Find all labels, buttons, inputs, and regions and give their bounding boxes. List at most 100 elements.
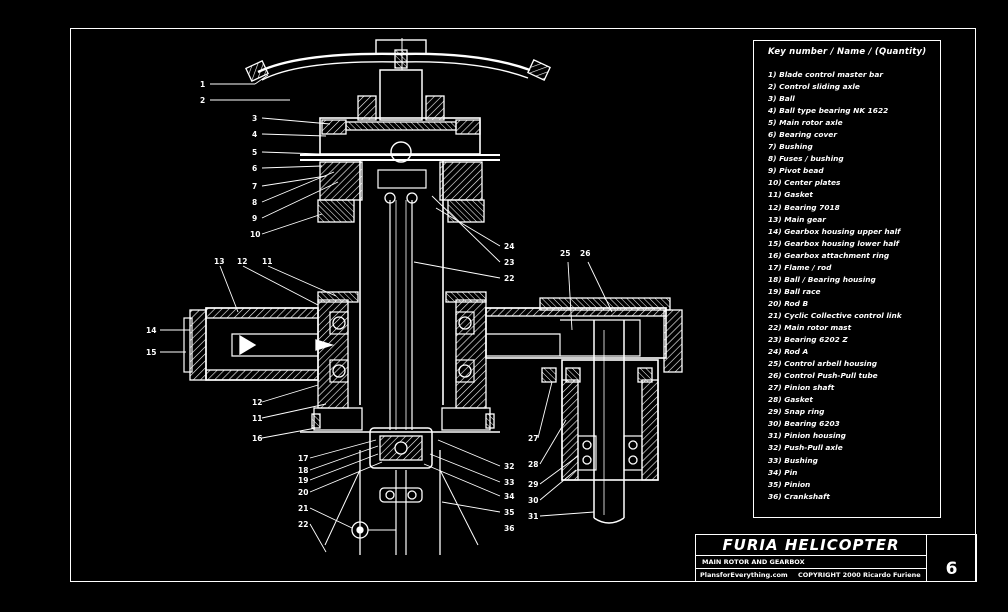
legend-item: 26) Control Push-Pull tube — [768, 371, 878, 381]
control-linkage — [324, 427, 479, 555]
callout-number: 15 — [146, 348, 156, 357]
callout-number: 36 — [504, 524, 514, 533]
legend-item: 11) Gasket — [768, 190, 813, 200]
legend-list: 1) Blade control master bar 2) Control sl… — [768, 69, 930, 503]
title-block: FURIA HELICOPTER MAIN ROTOR AND GEARBOX … — [695, 534, 977, 582]
callout-number: 8 — [252, 198, 257, 207]
callout-number: 3 — [252, 114, 257, 123]
left-pinion-arm — [183, 307, 335, 381]
drawing-title: FURIA HELICOPTER — [696, 535, 926, 556]
legend-item: 15) Gearbox housing lower half — [768, 238, 899, 248]
legend-item: 28) Gasket — [768, 395, 813, 405]
callout-number: 29 — [528, 480, 538, 489]
legend-item: 1) Blade control master bar — [768, 70, 883, 79]
callout-number: 19 — [298, 476, 308, 485]
legend-item: 22) Main rotor mast — [768, 322, 852, 332]
callout-number: 25 — [560, 249, 570, 258]
callout-number: 9 — [252, 214, 257, 223]
title-block-corner — [926, 535, 976, 556]
callout-number: 18 — [298, 466, 308, 475]
legend-item: 13) Main gear — [768, 214, 826, 224]
rotor-hub — [300, 69, 500, 223]
drawing-frame — [70, 28, 976, 582]
callout-number: 2 — [200, 96, 205, 105]
callout-number: 14 — [146, 326, 156, 335]
legend-item: 16) Gearbox attachment ring — [768, 250, 890, 260]
legend-item: 30) Bearing 6203 — [768, 419, 840, 429]
legend-item: 7) Bushing — [768, 142, 813, 152]
callout-number: 17 — [298, 454, 308, 463]
legend-item: 34) Pin — [768, 467, 798, 477]
callout-number: 12 — [252, 398, 262, 407]
legend-item: 27) Pinion shaft — [768, 383, 835, 393]
callout-number: 28 — [528, 460, 538, 469]
legend-item: 3) Ball — [768, 94, 795, 104]
drawing-subtitle: MAIN ROTOR AND GEARBOX — [696, 556, 926, 569]
legend-item: 6) Bearing cover — [768, 130, 837, 140]
sheet-number: 6 — [926, 556, 976, 582]
copyright-text: COPYRIGHT 2000 Ricardo Furiene — [797, 571, 921, 579]
legend-item: 14) Gearbox housing upper half — [768, 226, 901, 236]
legend-item: 9) Pivot bead — [768, 166, 824, 176]
legend-item: 23) Bearing 6202 Z — [768, 335, 848, 345]
callout-number: 22 — [504, 274, 514, 283]
callout-number: 11 — [262, 257, 272, 266]
left-leaders — [160, 74, 383, 553]
legend-item: 17) Flame / rod — [768, 262, 832, 272]
legend-item: 10) Center plates — [768, 178, 841, 188]
callout-number: 26 — [580, 249, 590, 258]
callout-number: 22 — [298, 520, 308, 529]
callout-number: 16 — [252, 434, 262, 443]
callout-number: 10 — [250, 230, 260, 239]
website-text: PlansforEverything.com — [700, 571, 788, 579]
legend-item: 18) Ball / Bearing housing — [768, 274, 876, 284]
callout-number: 12 — [237, 257, 247, 266]
callout-number: 24 — [504, 242, 514, 251]
legend-item: 33) Bushing — [768, 455, 818, 465]
legend-item: 21) Cyclic Collective control link — [768, 310, 902, 320]
legend-item: 5) Main rotor axle — [768, 118, 843, 128]
legend-item: 31) Pinion housing — [768, 431, 846, 441]
legend-item: 29) Snap ring — [768, 407, 825, 417]
callout-number: 20 — [298, 488, 308, 497]
right-pinion-arm — [485, 297, 683, 373]
callout-number: 5 — [252, 148, 257, 157]
legend-item: 25) Control arbell housing — [768, 359, 878, 369]
callout-number: 1 — [200, 80, 205, 89]
callout-number: 27 — [528, 434, 538, 443]
callout-number: 7 — [252, 182, 257, 191]
legend-item: 36) Crankshaft — [768, 491, 830, 501]
callout-number: 6 — [252, 164, 257, 173]
callout-number: 23 — [504, 258, 514, 267]
callout-number: 11 — [252, 414, 262, 423]
callout-number: 35 — [504, 508, 514, 517]
parts-legend: Key number / Name / (Quantity) 1) Blade … — [753, 40, 941, 518]
callout-number: 33 — [504, 478, 514, 487]
legend-item: 2) Control sliding axle — [768, 82, 860, 92]
callout-number: 21 — [298, 504, 308, 513]
master-bar — [245, 38, 551, 83]
callout-number: 32 — [504, 462, 514, 471]
pinion-housing — [541, 320, 659, 524]
legend-item: 19) Ball race — [768, 286, 821, 296]
callout-number: 30 — [528, 496, 538, 505]
title-block-footer: PlansforEverything.com COPYRIGHT 2000 Ri… — [696, 569, 930, 582]
legend-item: 24) Rod A — [768, 347, 809, 357]
legend-item: 20) Rod B — [768, 298, 809, 308]
callout-number: 13 — [214, 257, 224, 266]
legend-item: 12) Bearing 7018 — [768, 202, 840, 212]
legend-item: 8) Fuses / bushing — [768, 154, 844, 164]
legend-item: 32) Push-Pull axle — [768, 443, 843, 453]
legend-title: Key number / Name / (Quantity) — [768, 47, 927, 57]
gearbox-housing — [300, 291, 500, 433]
callout-number: 31 — [528, 512, 538, 521]
legend-item: 35) Pinion — [768, 479, 811, 489]
main-rotor-mast — [359, 160, 444, 430]
legend-item: 4) Ball type bearing NK 1622 — [768, 106, 889, 116]
callout-number: 4 — [252, 130, 257, 139]
right-leaders — [413, 195, 613, 517]
callout-number: 34 — [504, 492, 514, 501]
